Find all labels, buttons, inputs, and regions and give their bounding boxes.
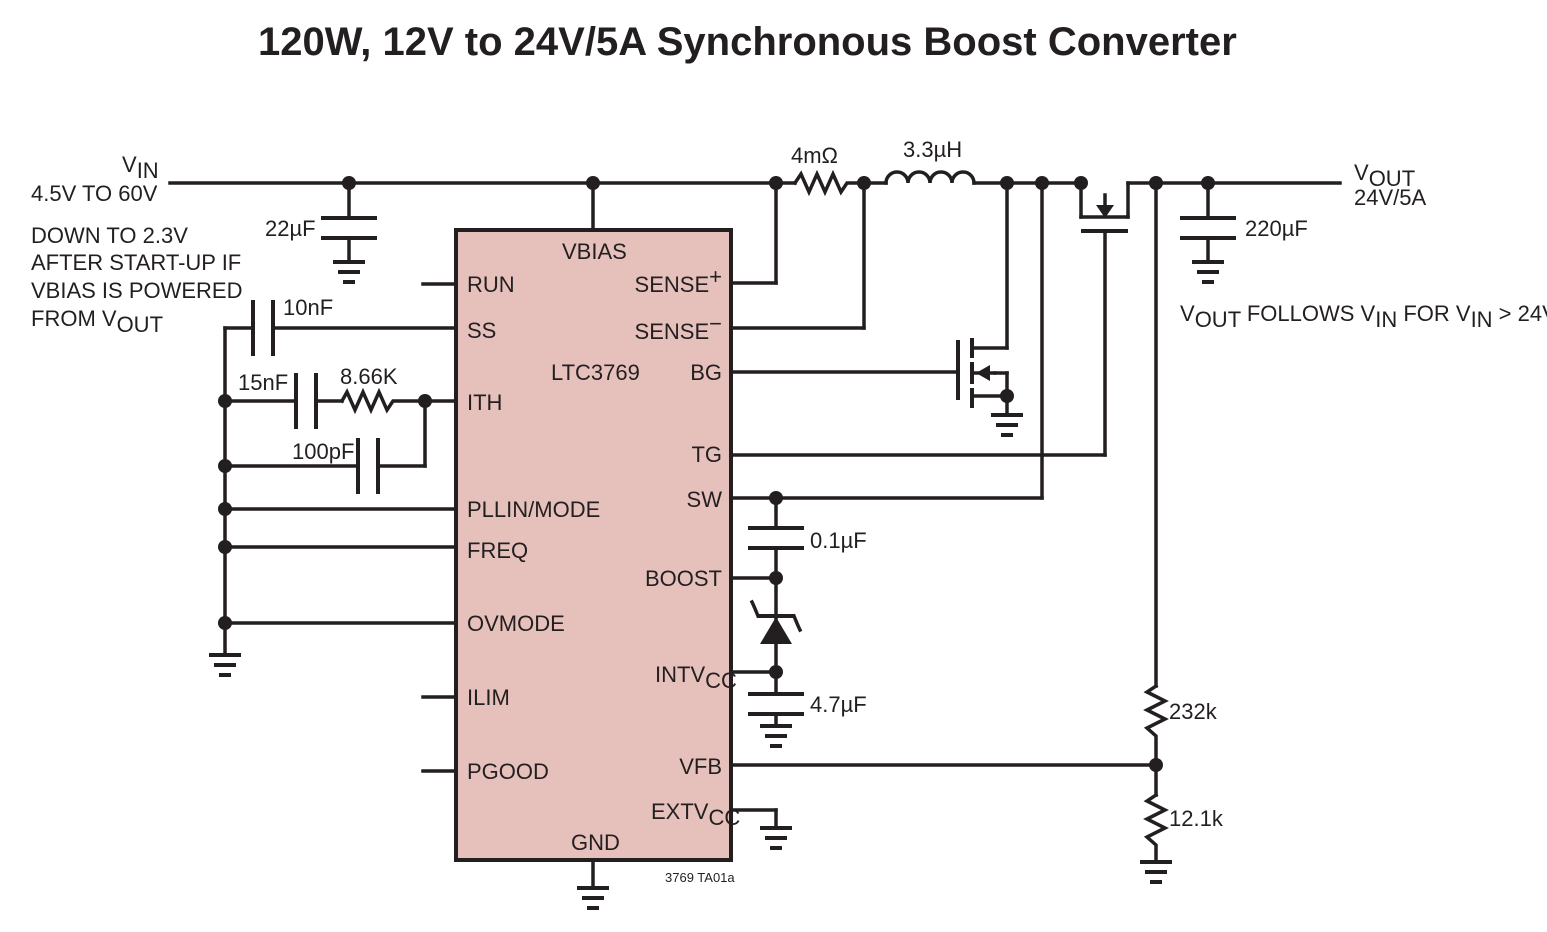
ith-compensation <box>223 373 458 494</box>
vin-note-line-1: DOWN TO 2.3V <box>31 223 188 248</box>
feedback-divider <box>729 181 1169 864</box>
pin-ith: ITH <box>467 390 502 415</box>
pin-ovmode: OVMODE <box>467 611 565 636</box>
r-ith-label: 8.66K <box>340 364 398 389</box>
vin-range: 4.5V TO 60V <box>31 181 158 206</box>
output-capacitor <box>1180 181 1236 264</box>
boost-diode <box>749 599 803 644</box>
pin-freq: FREQ <box>467 538 528 563</box>
junction-dot <box>218 394 232 408</box>
ltc3769-ic-body <box>454 228 733 862</box>
bottom-mosfet <box>729 181 1009 417</box>
c-ith-label: 15nF <box>238 370 288 395</box>
ground-symbol <box>1192 260 1224 284</box>
pin-bg: BG <box>690 360 722 385</box>
vin-note-line-4: FROM VOUT <box>31 306 163 337</box>
junction-dot <box>218 616 232 630</box>
ground-symbol <box>577 886 609 910</box>
pin-gnd: GND <box>571 830 620 855</box>
junction-dot <box>769 176 783 190</box>
ground-symbol <box>1140 860 1172 884</box>
sense-resistor <box>792 169 866 197</box>
vin-note-line-3: VBIAS IS POWERED <box>31 278 243 303</box>
pin-sense-plus: SENSE+ <box>635 264 722 297</box>
c-in-label: 22µF <box>265 216 316 241</box>
r-sense-label: 4mΩ <box>791 143 838 168</box>
boost-capacitor <box>729 496 804 674</box>
diagram-title: 120W, 12V to 24V/5A Synchronous Boost Co… <box>258 20 1237 64</box>
ground-symbol <box>209 653 241 677</box>
vout-label: VOUT <box>1354 160 1415 191</box>
junction-dot <box>1149 758 1163 772</box>
pin-ilim: ILIM <box>467 685 510 710</box>
junction-dot <box>218 502 232 516</box>
junction-dot <box>586 176 600 190</box>
intvcc-capacitor <box>748 670 804 728</box>
pin-sw: SW <box>687 487 723 512</box>
junction-dot <box>418 394 432 408</box>
r-fb-top-label: 232k <box>1169 699 1218 724</box>
inductor <box>862 170 1087 185</box>
junction-dot <box>1000 389 1014 403</box>
c-intvcc-label: 4.7µF <box>810 692 867 717</box>
ss-capacitor <box>223 300 458 356</box>
pin-vbias: VBIAS <box>562 239 627 264</box>
pin-tg: TG <box>691 442 722 467</box>
input-capacitor <box>321 181 377 264</box>
ground-symbol <box>991 413 1023 437</box>
pin-vfb: VFB <box>679 754 722 779</box>
pin-sense-minus: SENSE− <box>635 311 722 344</box>
ground-symbol <box>333 260 365 284</box>
pin-run: RUN <box>467 272 515 297</box>
c-ith2-label: 100pF <box>292 439 354 464</box>
junction-dot <box>218 459 232 473</box>
junction-dot <box>769 571 783 585</box>
pin-pllin-mode: PLLIN/MODE <box>467 497 600 522</box>
c-out-label: 220µF <box>1245 216 1308 241</box>
figure-id: 3769 TA01a <box>665 870 735 885</box>
vout-spec: 24V/5A <box>1354 185 1426 210</box>
pin-ss: SS <box>467 318 496 343</box>
ic-part-label: LTC3769 <box>551 360 640 385</box>
c-boost-label: 0.1µF <box>810 528 867 553</box>
vout-note: VOUT FOLLOWS VIN FOR VIN > 24V <box>1180 301 1547 332</box>
c-ss-label: 10nF <box>283 295 333 320</box>
vin-note-line-2: AFTER START-UP IF <box>31 250 241 275</box>
ground-symbol <box>760 724 792 748</box>
vin-rail <box>168 181 797 285</box>
ground-symbol <box>760 826 792 850</box>
vin-label: VIN <box>122 152 159 183</box>
pin-pgood: PGOOD <box>467 759 549 784</box>
r-fb-bottom-label: 12.1k <box>1169 806 1224 831</box>
junction-dot <box>218 540 232 554</box>
inductor-label: 3.3µH <box>903 137 962 162</box>
pin-boost: BOOST <box>645 566 722 591</box>
